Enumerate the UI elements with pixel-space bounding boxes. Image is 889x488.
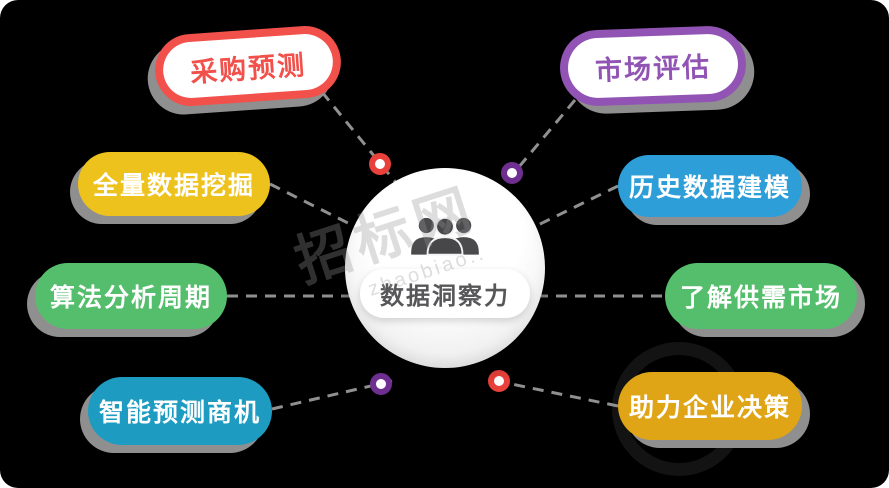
node-smart-opportunity[interactable]: 智能预测商机 xyxy=(88,377,272,445)
connector-dot-top-right xyxy=(501,162,523,184)
node-label: 历史数据建模 xyxy=(628,174,791,202)
node-inner: 市场评估 xyxy=(567,33,739,99)
node-label: 助力企业决策 xyxy=(628,394,791,422)
connector-dot-bottom-right xyxy=(488,370,510,392)
line-full-data xyxy=(269,182,355,228)
line-decision xyxy=(491,378,619,408)
node-historical-modeling[interactable]: 历史数据建模 xyxy=(618,155,802,217)
node-full-data-mining[interactable]: 全量数据挖掘 xyxy=(78,152,270,216)
node-label: 算法分析周期 xyxy=(49,284,212,312)
node-label: 市场评估 xyxy=(594,51,712,86)
line-smart xyxy=(271,379,393,411)
node-procurement-forecast[interactable]: 采购预测 xyxy=(152,23,344,109)
line-market xyxy=(501,99,577,187)
connector-dot-bottom-left xyxy=(370,373,392,395)
center-circle: 数据洞察力 xyxy=(345,168,545,368)
people-group-icon xyxy=(411,216,479,256)
node-label: 了解供需市场 xyxy=(679,284,842,312)
node-enterprise-decision[interactable]: 助力企业决策 xyxy=(618,372,802,440)
connector-dot-top-left xyxy=(369,153,391,175)
line-historical xyxy=(535,184,619,228)
center-label: 数据洞察力 xyxy=(360,268,530,318)
line-procurement xyxy=(320,91,399,185)
node-label: 全量数据挖掘 xyxy=(92,172,255,200)
node-inner: 采购预测 xyxy=(161,32,335,100)
node-market-assessment[interactable]: 市场评估 xyxy=(558,24,748,108)
node-supply-demand-market[interactable]: 了解供需市场 xyxy=(665,263,857,329)
node-algorithm-cycle[interactable]: 算法分析周期 xyxy=(35,263,227,329)
node-label: 采购预测 xyxy=(189,49,308,88)
node-label: 智能预测商机 xyxy=(98,399,261,427)
